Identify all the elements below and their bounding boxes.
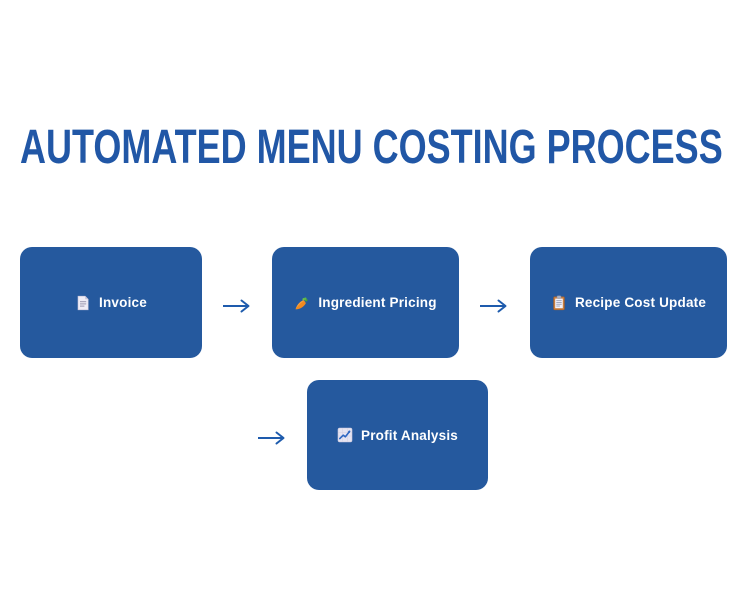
flow-node-invoice: Invoice [20, 247, 202, 358]
clipboard-icon [551, 295, 567, 311]
flow-node-ingredient-pricing: Ingredient Pricing [272, 247, 459, 358]
chart-increasing-icon [337, 427, 353, 443]
page-facing-up-icon [75, 295, 91, 311]
flow-node-label: Profit Analysis [360, 427, 459, 443]
flow-node-label: Recipe Cost Update [574, 295, 707, 310]
flow-node-label: Ingredient Pricing [318, 295, 437, 310]
right-arrow-icon [222, 298, 252, 314]
flow-node-profit-analysis: Profit Analysis [307, 380, 488, 490]
flow-node-recipe-cost-update: Recipe Cost Update [530, 247, 727, 358]
right-arrow-icon [479, 298, 509, 314]
page-title: AUTOMATED MENU COSTING PROCESS [20, 121, 723, 174]
flow-node-label: Invoice [99, 295, 147, 310]
carrot-icon [294, 295, 310, 311]
right-arrow-icon [257, 430, 287, 446]
